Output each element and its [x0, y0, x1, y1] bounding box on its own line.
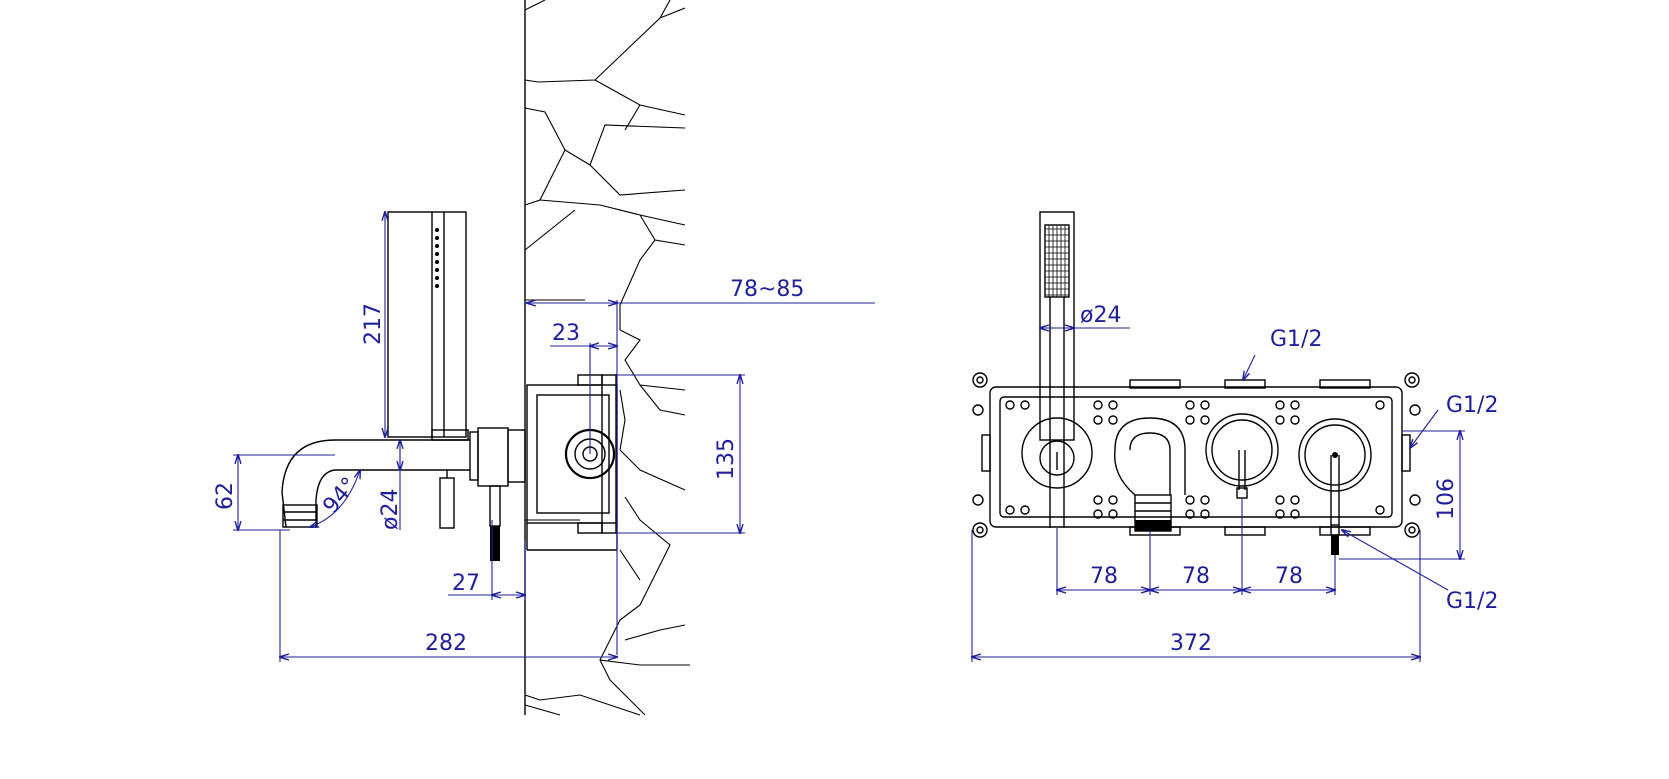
valve-body-side — [439, 427, 526, 561]
diverter-outlet-front — [1021, 417, 1093, 528]
valve-knob-4-front — [1298, 418, 1372, 555]
front-view: ø24 G1/2 G1/2 G1/2 106 78 78 — [972, 211, 1498, 662]
spout-front — [1113, 417, 1186, 532]
box-screw-holes — [1005, 400, 1385, 519]
handshower-side — [387, 211, 469, 441]
dim-spout-height: 62 — [213, 482, 238, 510]
spray-grid — [1045, 225, 1069, 297]
handshower-hose-front — [1049, 297, 1065, 440]
dim-total-projection: 282 — [425, 631, 467, 656]
side-dimensions: 78~85 23 135 217 62 94° ø — [213, 212, 875, 662]
dim-spacing-1: 78 — [1090, 564, 1118, 589]
dim-handshower-diameter: ø24 — [1080, 303, 1121, 328]
mounting-box-front — [972, 372, 1421, 538]
in-wall-box-side — [526, 374, 618, 551]
dim-total-width: 372 — [1170, 631, 1212, 656]
dim-spacing-2: 78 — [1182, 564, 1210, 589]
spray-nozzles — [435, 228, 439, 288]
dim-box-height-front: 106 — [1434, 478, 1459, 520]
front-dimensions: ø24 G1/2 G1/2 G1/2 106 78 78 — [972, 303, 1498, 662]
side-view: 78~85 23 135 217 62 94° ø — [213, 0, 875, 716]
valve-knob-3-front — [1205, 413, 1279, 499]
spout-side — [281, 439, 470, 528]
dim-box-height: 135 — [714, 438, 739, 480]
dim-spacing-3: 78 — [1275, 564, 1303, 589]
dim-box-offset: 23 — [552, 321, 580, 346]
label-outlet-bottom: G1/2 — [1446, 589, 1498, 614]
label-inlet-top: G1/2 — [1270, 327, 1322, 352]
label-inlet-right: G1/2 — [1446, 393, 1498, 418]
dim-handshower-length: 217 — [361, 303, 386, 345]
dim-pipe-diameter: ø24 — [378, 489, 403, 530]
dim-wall-depth: 78~85 — [730, 277, 804, 302]
handshower-front — [1039, 211, 1075, 441]
wall-stone-texture — [524, 0, 690, 716]
dim-lever-offset: 27 — [452, 571, 480, 596]
